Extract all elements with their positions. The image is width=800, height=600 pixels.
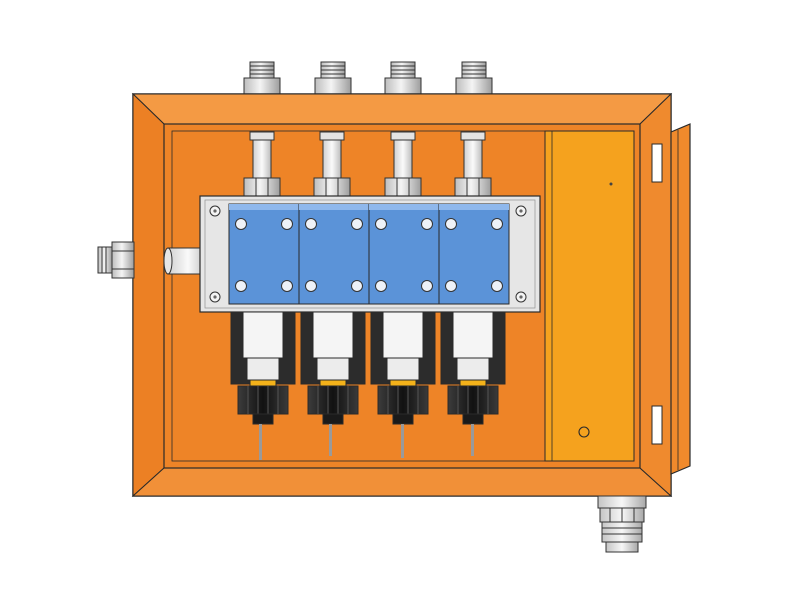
solenoid-valve-4-icon <box>438 203 510 305</box>
solenoid-valve-2-icon <box>298 203 370 305</box>
top-fittings <box>243 61 493 95</box>
top-fitting-4-icon <box>455 61 493 95</box>
door-lock-hole <box>578 426 590 438</box>
solenoid-coil-1 <box>230 311 296 460</box>
top-fitting-3-icon <box>384 61 422 95</box>
top-fitting-1-icon <box>243 61 281 95</box>
door-panel <box>544 130 635 462</box>
solenoid-valve-1-icon <box>228 203 300 305</box>
solenoid-valve-3-icon <box>368 203 440 305</box>
valve-outlet-pipes <box>243 131 492 197</box>
cable-gland-icon <box>597 495 647 553</box>
solenoid-coil-4 <box>440 311 506 456</box>
top-fitting-2-icon <box>314 61 352 95</box>
pneumatic-fitting-icon <box>97 241 135 279</box>
solenoid-coils <box>230 311 506 460</box>
door-hinge-icon <box>651 123 691 475</box>
solenoid-coil-2 <box>300 311 366 456</box>
solenoid-coil-3 <box>370 311 436 458</box>
